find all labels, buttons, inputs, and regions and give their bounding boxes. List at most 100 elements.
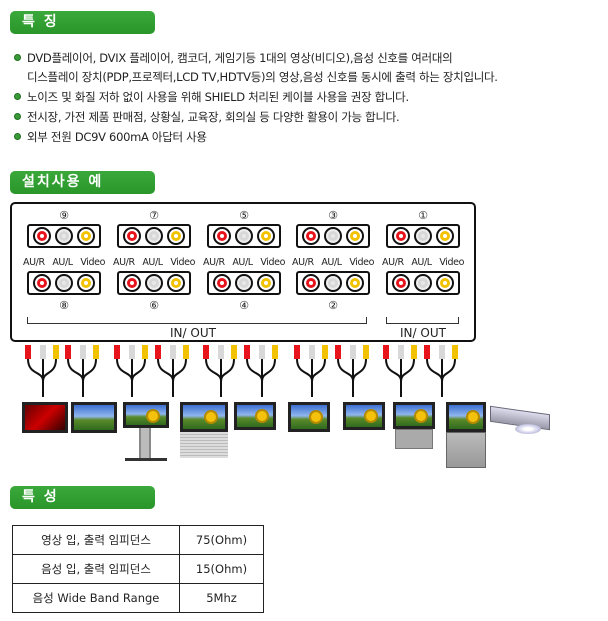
rca-jack-white-icon xyxy=(324,227,342,245)
rca-jack-yellow-icon xyxy=(436,227,454,245)
jack-label: Video xyxy=(170,257,195,268)
feature-bullet: 외부 전원 DC9V 600mA 아답터 사용 xyxy=(14,130,207,144)
rca-jack-red-icon xyxy=(302,227,320,245)
install-header: 설치사용 예 xyxy=(10,171,155,194)
rca-jack-white-icon xyxy=(235,227,253,245)
rca-cable-icon xyxy=(114,345,148,397)
rca-jack-red-icon xyxy=(302,274,320,292)
bullet-icon xyxy=(14,113,21,120)
rca-jack-red-icon xyxy=(213,227,231,245)
port-number: ⑤ xyxy=(239,209,249,222)
port-number: ⑧ xyxy=(59,299,69,312)
output-bracket xyxy=(27,317,367,324)
jack-label: AU/L xyxy=(411,257,432,268)
rca-jack-white-icon xyxy=(235,274,253,292)
spec-name: 음성 Wide Band Range xyxy=(12,583,180,613)
jack-label: AU/L xyxy=(232,257,253,268)
rca-jack-yellow-icon xyxy=(77,274,95,292)
specs-header: 특 성 xyxy=(10,486,155,509)
jack-label: AU/L xyxy=(142,257,163,268)
input-bracket xyxy=(386,317,459,324)
spec-value: 5Mhz xyxy=(179,583,264,613)
rca-jack-white-icon xyxy=(145,274,163,292)
rca-jack-yellow-icon xyxy=(346,227,364,245)
rca-cable-icon xyxy=(65,345,99,397)
jack-label: Video xyxy=(349,257,374,268)
jack-block xyxy=(207,271,281,295)
jack-labels: AU/R AU/L Video xyxy=(113,257,195,268)
rca-cable-icon xyxy=(203,345,237,397)
rca-jack-red-icon xyxy=(33,274,51,292)
jack-label: AU/R xyxy=(113,257,135,268)
feature-bullet: 전시장, 가전 제품 판매점, 상황실, 교육장, 회의실 등 다양한 활용이 … xyxy=(14,110,400,124)
bullet-icon xyxy=(14,133,21,140)
jack-labels: AU/R AU/L Video xyxy=(292,257,374,268)
jack-block xyxy=(27,224,101,248)
rca-cable-icon xyxy=(424,345,458,397)
jack-block xyxy=(296,224,370,248)
jack-label: AU/L xyxy=(321,257,342,268)
rca-cable-icon xyxy=(25,345,59,397)
rca-jack-red-icon xyxy=(123,227,141,245)
jack-block xyxy=(117,271,191,295)
rca-jack-yellow-icon xyxy=(257,227,275,245)
rca-jack-yellow-icon xyxy=(346,274,364,292)
rca-jack-yellow-icon xyxy=(167,227,185,245)
jack-block xyxy=(296,271,370,295)
bullet-icon xyxy=(14,54,21,61)
rca-jack-yellow-icon xyxy=(77,227,95,245)
jack-block xyxy=(27,271,101,295)
port-number: ① xyxy=(418,209,428,222)
disc-icon xyxy=(515,424,541,434)
jack-block xyxy=(386,224,460,248)
rca-jack-red-icon xyxy=(392,274,410,292)
io-label-outputs: IN/ OUT xyxy=(170,326,216,340)
rca-jack-white-icon xyxy=(55,274,73,292)
rca-cable-icon xyxy=(383,345,417,397)
jack-block xyxy=(386,271,460,295)
port-number: ③ xyxy=(328,209,338,222)
jack-label: AU/R xyxy=(382,257,404,268)
feature-bullet: DVD플레이어, DVIX 플레이어, 캠코더, 게임기등 1대의 영상(비디오… xyxy=(14,51,453,65)
port-number: ⑥ xyxy=(149,299,159,312)
rca-cables xyxy=(25,345,458,397)
feature-bullet-continued: 디스플레이 장치(PDP,프로젝터,LCD TV,HDTV등)의 영상,음성 신… xyxy=(27,70,498,84)
rca-jack-white-icon xyxy=(145,227,163,245)
rca-cable-icon xyxy=(335,345,369,397)
rca-jack-white-icon xyxy=(414,274,432,292)
spec-name: 음성 입, 출력 임피던스 xyxy=(12,554,180,584)
jack-label: Video xyxy=(439,257,464,268)
jack-label: AU/L xyxy=(52,257,73,268)
port-number: ④ xyxy=(239,299,249,312)
rca-jack-red-icon xyxy=(392,227,410,245)
rca-jack-yellow-icon xyxy=(167,274,185,292)
jack-block xyxy=(117,224,191,248)
bullet-icon xyxy=(14,93,21,100)
rca-jack-red-icon xyxy=(213,274,231,292)
rca-jack-yellow-icon xyxy=(436,274,454,292)
jack-label: Video xyxy=(80,257,105,268)
jack-label: AU/R xyxy=(203,257,225,268)
jack-labels: AU/R AU/L Video xyxy=(382,257,464,268)
rca-jack-yellow-icon xyxy=(257,274,275,292)
spec-value: 75(Ohm) xyxy=(179,525,264,555)
spec-value: 15(Ohm) xyxy=(179,554,264,584)
jack-label: AU/R xyxy=(292,257,314,268)
spec-name: 영상 입, 출력 임피던스 xyxy=(12,525,180,555)
io-label-input: IN/ OUT xyxy=(400,326,446,340)
rca-jack-red-icon xyxy=(123,274,141,292)
rca-cable-icon xyxy=(294,345,328,397)
features-header: 특 징 xyxy=(10,11,155,34)
display-devices xyxy=(0,398,608,468)
rca-jack-red-icon xyxy=(33,227,51,245)
rca-cable-icon xyxy=(155,345,189,397)
port-number: ⑦ xyxy=(149,209,159,222)
port-number: ② xyxy=(328,299,338,312)
